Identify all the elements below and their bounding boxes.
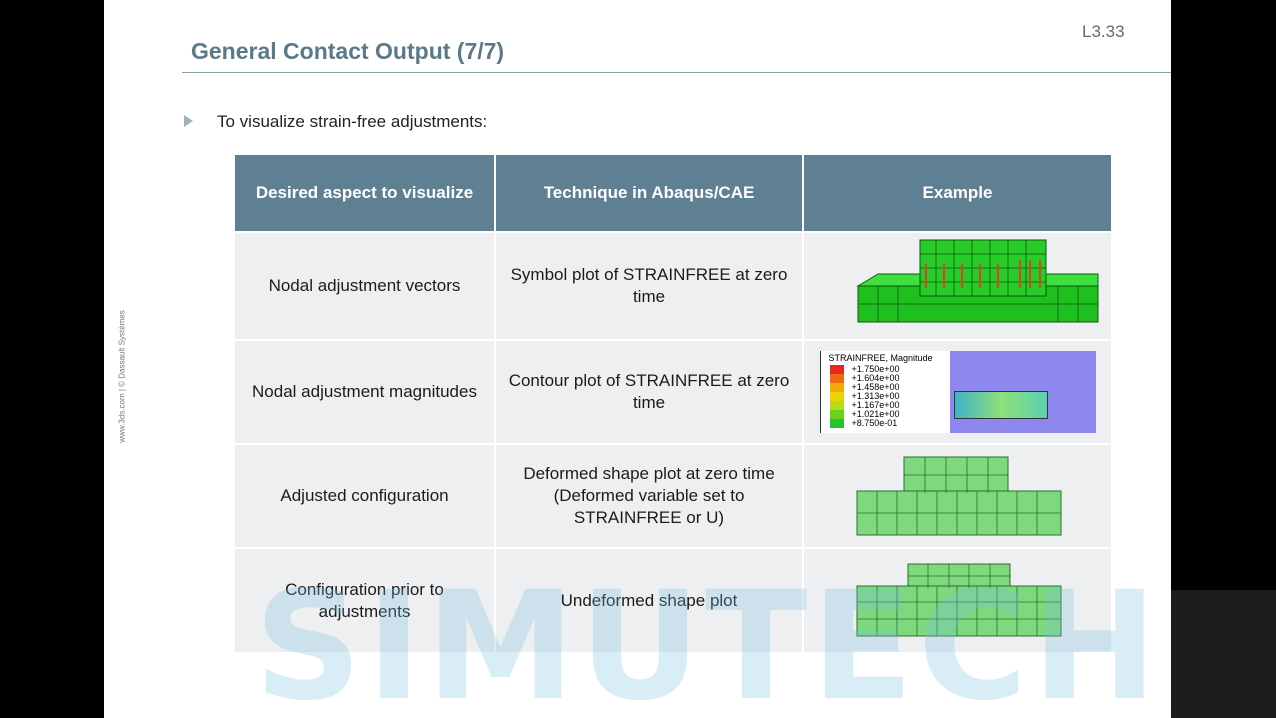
legend-value: +1.313e+00 [851,391,900,401]
technique-cell: Undeformed shape plot [495,547,804,652]
legend-swatch [829,365,844,374]
slide-title: General Contact Output (7/7) [191,38,505,64]
title-divider [182,72,1171,73]
example-cell [803,231,1111,340]
example-cell: STRAINFREE, Magnitude +1.750e+00+1.604e+… [803,339,1111,444]
legend-swatch [829,401,844,410]
legend-swatch [829,392,844,401]
header-aspect: Desired aspect to visualize [235,155,496,232]
legend-entry: +1.313e+00 [829,391,900,401]
aspect-cell: Configuration prior to adjustments [235,547,496,652]
legend-entry: +1.167e+00 [829,400,900,410]
legend-swatch [829,374,844,383]
legend-entry: +8.750e-01 [829,418,900,428]
undeformed-shape-image [856,563,1061,636]
legend-entry: +1.604e+00 [829,373,900,383]
vector-plot-image [855,239,1098,323]
table-row: Nodal adjustment magnitudes Contour plot… [235,339,1111,444]
legend-value: +1.604e+00 [851,373,900,383]
legend-value: +1.750e+00 [851,364,900,374]
legend-swatch [829,383,844,392]
legend-entry: +1.021e+00 [829,409,900,419]
slide: L3.33 General Contact Output (7/7) www.3… [104,0,1171,718]
slide-number: L3.33 [1082,22,1125,41]
aspect-cell: Adjusted configuration [235,443,496,548]
legend-value: +8.750e-01 [851,418,898,428]
technique-cell: Contour plot of STRAINFREE at zero time [495,339,804,444]
example-cell [803,443,1111,548]
table-row: Adjusted configuration Deformed shape pl… [235,443,1111,548]
copyright-note: www.3ds.com | © Dassault Systèmes [117,310,127,443]
technique-cell: Deformed shape plot at zero time (Deform… [495,443,804,548]
bullet-arrow-icon [184,115,193,127]
table-header-row: Desired aspect to visualize Technique in… [235,155,1111,232]
aspect-cell: Nodal adjustment vectors [235,231,496,340]
legend-value: +1.458e+00 [851,382,900,392]
video-overlay-strip [1171,590,1276,718]
aspect-cell: Nodal adjustment magnitudes [235,339,496,444]
table-row: Nodal adjustment vectors Symbol plot of … [235,231,1111,340]
contour-plot-image: STRAINFREE, Magnitude +1.750e+00+1.604e+… [819,351,1096,433]
bullet-text: To visualize strain-free adjustments: [217,112,488,131]
legend-entry: +1.458e+00 [829,382,900,392]
header-technique: Technique in Abaqus/CAE [495,155,804,232]
technique-table: Desired aspect to visualize Technique in… [235,155,1111,652]
legend-title: STRAINFREE, Magnitude [828,353,933,363]
legend-swatch [829,410,844,419]
legend-entry: +1.750e+00 [829,364,900,374]
legend-swatch [829,419,844,428]
legend-value: +1.167e+00 [851,400,900,410]
header-example: Example [803,155,1111,232]
table-row: Configuration prior to adjustments Undef… [235,547,1111,652]
legend-value: +1.021e+00 [851,409,900,419]
legend: +1.750e+00+1.604e+00+1.458e+00+1.313e+00… [829,364,900,428]
example-cell [803,547,1111,652]
deformed-shape-image [856,456,1061,536]
technique-cell: Symbol plot of STRAINFREE at zero time [495,231,804,340]
